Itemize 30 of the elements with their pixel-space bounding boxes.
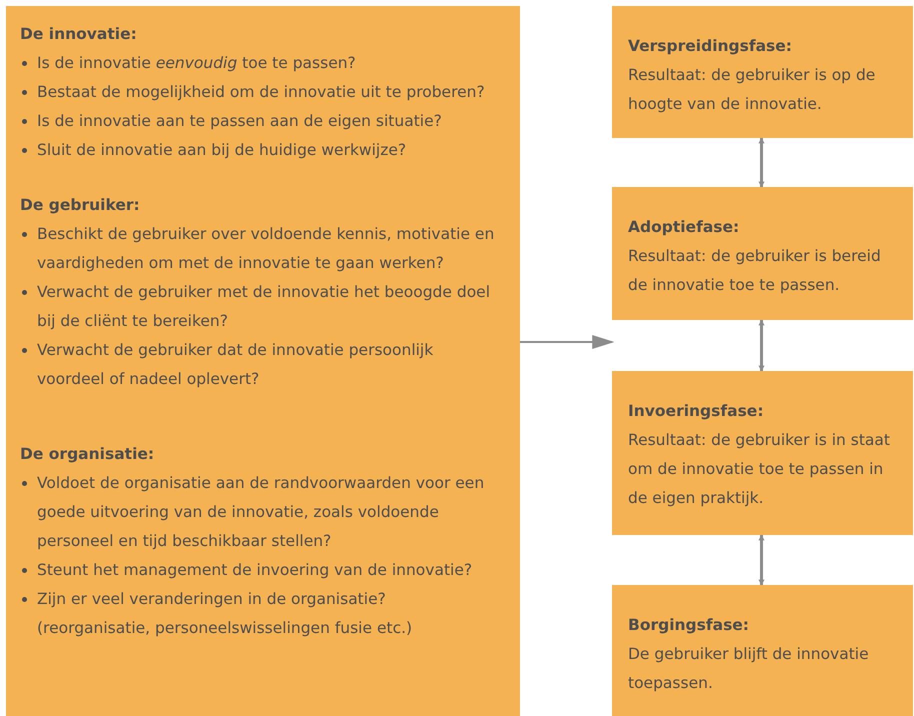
phase-title: Verspreidingsfase: bbox=[628, 36, 793, 57]
phase-result: Resultaat: de gebruiker is in staat om de innovatie toe te passen in de eigen praktijk. bbox=[628, 430, 891, 509]
bullet-text: Steunt het management de invoering van de innovatie? bbox=[37, 561, 472, 579]
bullet-text: Voldoet de organisatie aan de randvoorwaarden voor een goede uitvoering van de innovatie, zoals voldoende personeel en tijd beschikbaar stellen? bbox=[37, 474, 484, 550]
phase-result: Resultaat: de gebruiker is op de hoogte van de innovatie. bbox=[628, 65, 876, 115]
phase-result: De gebruiker blijft de innovatie toepassen. bbox=[628, 644, 870, 694]
phase-box bbox=[612, 6, 913, 138]
section-heading: De organisatie: bbox=[20, 444, 156, 465]
bullet-text: Zijn er veel veranderingen in de organisatie? (reorganisatie, personeelswisselingen fusie etc.) bbox=[37, 590, 412, 637]
checklist-panel bbox=[6, 6, 520, 716]
arrow bbox=[758, 534, 764, 586]
phase-result: Resultaat: de gebruiker is bereid de innovatie toe te passen. bbox=[628, 246, 882, 296]
bullet-text: Bestaat de mogelijkheid om de innovatie uit te proberen? bbox=[37, 83, 485, 101]
bullet-text: Is de innovatie eenvoudig toe te passen? bbox=[37, 54, 356, 72]
section-heading: De gebruiker: bbox=[20, 195, 141, 216]
phase-box bbox=[612, 187, 913, 320]
phase-box bbox=[612, 585, 913, 716]
phase-title: Borgingsfase: bbox=[628, 615, 750, 636]
bullet-text: Beschikt de gebruiker over voldoende kennis, motivatie en vaardigheden om met de innovatie te gaan werken? bbox=[37, 225, 494, 272]
bullet-text: Sluit de innovatie aan bij de huidige werkwijze? bbox=[37, 141, 406, 159]
phase-title: Adoptiefase: bbox=[628, 217, 740, 238]
phase-box bbox=[612, 371, 913, 535]
arrow bbox=[758, 137, 764, 188]
bullet-text: Verwacht de gebruiker dat de innovatie persoonlijk voordeel of nadeel oplevert? bbox=[37, 341, 434, 388]
section-heading: De innovatie: bbox=[20, 24, 138, 45]
arrow bbox=[758, 319, 764, 372]
phase-title: Invoeringsfase: bbox=[628, 401, 765, 422]
arrow bbox=[520, 335, 614, 349]
bullet-text: Is de innovatie aan te passen aan de eigen situatie? bbox=[37, 112, 442, 130]
bullet-text: Verwacht de gebruiker met de innovatie het beoogde doel bij de cliënt te bereiken? bbox=[37, 283, 490, 330]
